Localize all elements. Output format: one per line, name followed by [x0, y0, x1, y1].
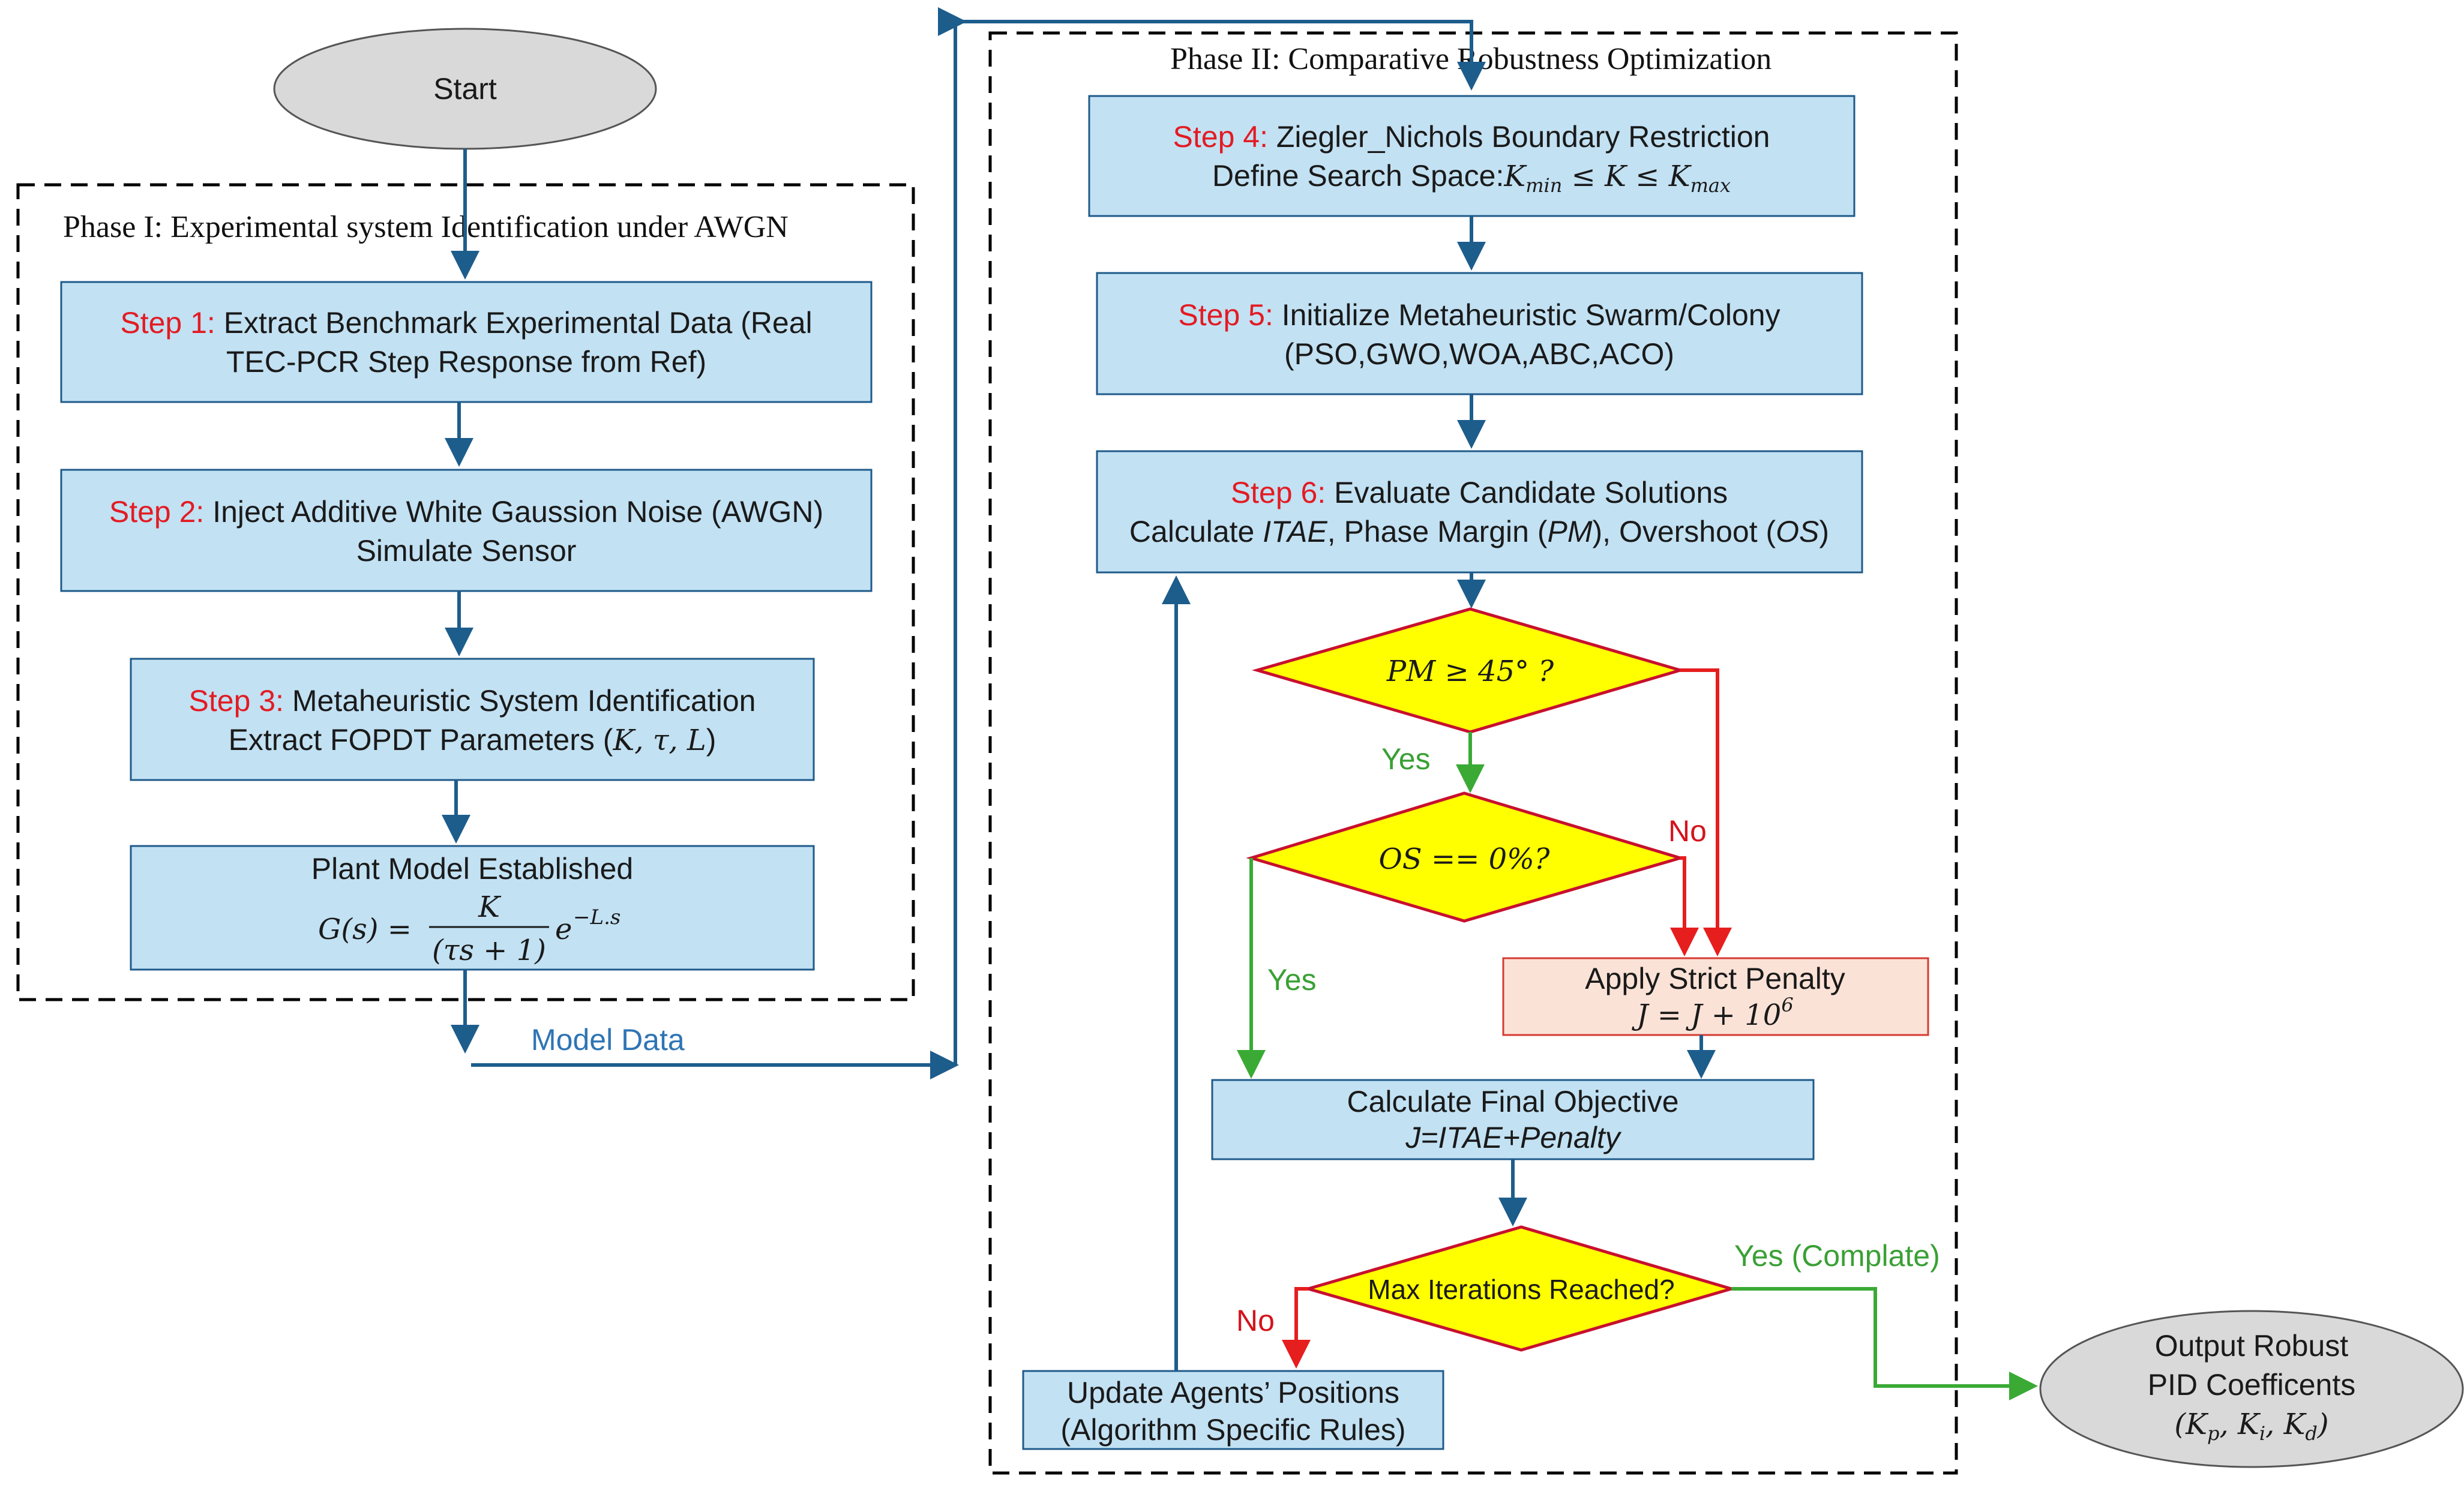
step5-box [1096, 272, 1863, 395]
penalty-line2: J = J + 106 [1631, 994, 1793, 1032]
step6-line2: Calculate ITAE, Phase Margin (PM), Overs… [1129, 515, 1829, 548]
start-label: Start [433, 72, 497, 106]
update-line2: (Algorithm Specific Rules) [1060, 1413, 1405, 1447]
plant-lhs: G(s) = [318, 913, 412, 946]
step1-line1: Step 1: Extract Benchmark Experimental D… [120, 306, 812, 340]
plant-transfer-function: G(s) = K (τs + 1) e −L.s [318, 890, 621, 967]
step6-line1: Step 6: Evaluate Candidate Solutions [1231, 476, 1728, 509]
step3-box [130, 658, 815, 781]
decision-iter-label: Max Iterations Reached? [1368, 1274, 1674, 1305]
step3-line1: Step 3: Metaheuristic System Identificat… [189, 684, 756, 718]
step5-line2: (PSO,GWO,WOA,ABC,ACO) [1284, 337, 1674, 371]
label-no-iter: No [1236, 1304, 1275, 1337]
step4-line1: Step 4: Ziegler_Nichols Boundary Restric… [1173, 120, 1770, 154]
step5-line1: Step 5: Initialize Metaheuristic Swarm/C… [1178, 298, 1780, 332]
step1-line2: TEC-PCR Step Response from Ref) [226, 345, 706, 379]
phase1-container [16, 183, 915, 1001]
output-node [2039, 1310, 2464, 1468]
step2-line2: Simulate Sensor [356, 534, 577, 568]
arrow-pm-no [1680, 668, 1732, 956]
label-yes-pm: Yes [1381, 742, 1431, 776]
arrow-os-no [1670, 856, 1699, 956]
connector-top-arrow [938, 7, 967, 36]
step6-box [1096, 450, 1863, 574]
output-line1: Output Robust [2155, 1329, 2349, 1363]
plant-exp-base: e [555, 913, 572, 946]
step2-box [60, 469, 873, 592]
decision-pm-label: PM ≥ 45° ? [1386, 655, 1554, 688]
objective-line2: J=ITAE+Penalty [1405, 1121, 1622, 1154]
decision-overshoot [1246, 791, 1686, 923]
label-yes-complete: Yes (Complate) [1734, 1239, 1940, 1273]
penalty-box [1502, 957, 1929, 1036]
plant-denominator: (τs + 1) [432, 934, 546, 967]
plant-numerator: K [478, 890, 502, 924]
output-line2: PID Coefficents [2148, 1368, 2355, 1402]
step3-line2: Extract FOPDT Parameters (K, τ, L) [229, 723, 717, 757]
plant-exponent: −L.s [573, 905, 621, 929]
arrow-iter-no [1282, 1287, 1311, 1369]
decision-os-label: OS == 0%? [1378, 842, 1549, 876]
plant-model-box [130, 845, 815, 971]
update-line1: Update Agents’ Positions [1067, 1376, 1399, 1409]
arrow-iter-yes [1731, 1287, 2038, 1400]
connector-to-phase2 [954, 20, 1486, 1065]
step4-box [1088, 95, 1856, 217]
label-no-pm: No [1668, 814, 1707, 848]
output-params: (Kp, Ki, Kd) [2174, 1408, 2328, 1445]
label-yes-os: Yes [1267, 963, 1317, 997]
step4-line2: Define Search Space:Kmin ≤ K ≤ Kmax [1212, 159, 1731, 197]
step2-line1: Step 2: Inject Additive White Gaussion N… [109, 495, 823, 529]
objective-line1: Calculate Final Objective [1347, 1085, 1678, 1118]
model-data-label: Model Data [531, 1023, 685, 1057]
step1-box [60, 281, 873, 403]
decision-max-iterations [1302, 1225, 1737, 1352]
update-agents-box [1022, 1370, 1444, 1450]
penalty-line1: Apply Strict Penalty [1585, 962, 1845, 995]
objective-box [1211, 1079, 1815, 1160]
plant-model-title: Plant Model Established [311, 852, 633, 886]
phase1-title: Phase I: Experimental system Identificat… [63, 210, 789, 244]
